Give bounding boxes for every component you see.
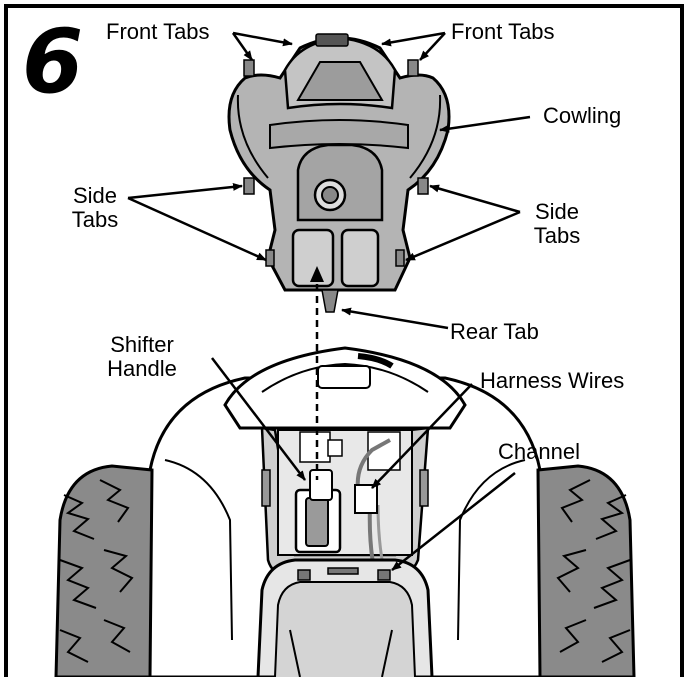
label-channel: Channel [498,439,580,464]
diagram-frame [4,4,684,677]
cowling-part [227,33,451,313]
vehicle-body [54,346,636,677]
label-cowling: Cowling [543,103,622,128]
label-harness-wires: Harness Wires [480,368,625,393]
seat [256,558,434,677]
leader-arrows [127,31,531,571]
right-tire [536,464,636,677]
label-rear-tab: Rear Tab [450,319,539,344]
shifter-handle [294,469,342,554]
label-front-tabs-left: Front Tabs [106,19,210,44]
left-tire [54,464,154,677]
step-number: 6 [22,10,84,113]
label-front-tabs-right: Front Tabs [451,19,555,44]
